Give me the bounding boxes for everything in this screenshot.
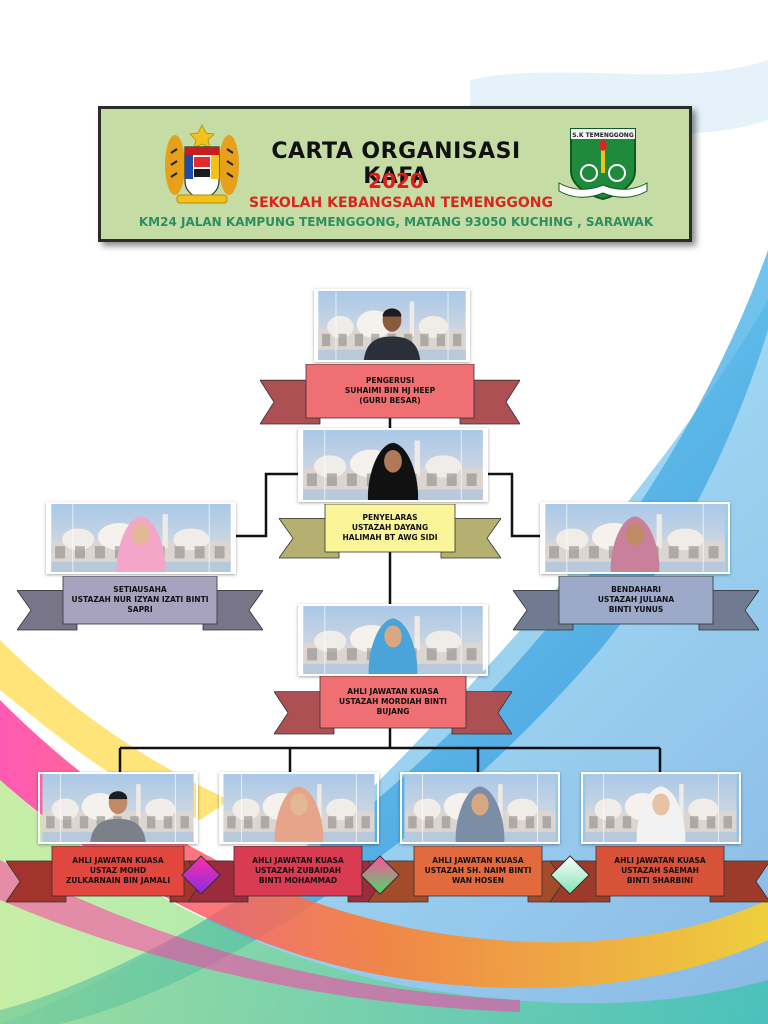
photo-penyelaras [298, 428, 488, 502]
node-line2: (GURU BESAR) [359, 396, 421, 405]
chart-title: CARTA ORGANISASI KAFA [271, 139, 521, 189]
node-line2: BINTI SHARBINI [626, 876, 694, 885]
node-line1: USTAZAH NUR IZYAN IZATI BINTI [71, 595, 209, 604]
node-line2: SAPRI [127, 605, 153, 614]
photo-ajk1 [38, 772, 198, 844]
node-line1: USTAZAH SH. NAIM BINTI [424, 866, 532, 875]
school-address: KM24 JALAN KAMPUNG TEMENGGONG, MATANG 93… [138, 215, 654, 229]
photo-pengerusi [314, 289, 470, 362]
node-line1: SUHAIMI BIN HJ HEEP [344, 386, 436, 395]
node-line1: USTAZAH JULIANA [597, 595, 675, 604]
node-role: AHLI JAWATAN KUASA [432, 856, 524, 865]
school-name: SEKOLAH KEBANGSAAN TEMENGGONG [248, 195, 553, 211]
photo-ajk_main [298, 604, 488, 676]
node-line2: BINTI YUNUS [608, 605, 664, 614]
node-line2: ZULKARNAIN BIN JAMALI [65, 876, 171, 885]
node-line1: USTAZAH SAEMAH [621, 866, 699, 875]
photo-ajk4 [581, 772, 741, 844]
photo-ajk3 [400, 772, 560, 844]
school-logo-icon: S.K TEMENGGONG [558, 128, 648, 201]
node-line1: USTAZAH DAYANG [351, 523, 429, 532]
chart-year: 2020 [368, 169, 424, 193]
photo-bendahari [540, 502, 730, 574]
node-role: BENDAHARI [611, 585, 661, 594]
node-line2: WAN HOSEN [451, 876, 505, 885]
header-banner: CARTA ORGANISASI KAFA 2020 SEKOLAH KEBAN… [98, 106, 692, 242]
malaysia-coat-of-arms-icon [165, 124, 239, 204]
node-role: PENYELARAS [362, 513, 418, 522]
node-line2: BUJANG [376, 707, 410, 716]
node-role: AHLI JAWATAN KUASA [614, 856, 706, 865]
node-role: AHLI JAWATAN KUASA [347, 687, 439, 696]
photo-setiausaha [46, 502, 236, 574]
node-role: PENGERUSI [365, 376, 415, 385]
node-role: AHLI JAWATAN KUASA [252, 856, 344, 865]
school-logo-top-text: S.K TEMENGGONG [572, 132, 634, 139]
photo-ajk2 [219, 772, 379, 844]
node-line2: BINTI MOHAMMAD [258, 876, 338, 885]
node-role: AHLI JAWATAN KUASA [72, 856, 164, 865]
node-line1: USTAZ MOHD [89, 866, 147, 875]
node-line1: USTAZAH MORDIAH BINTI [339, 697, 447, 706]
node-role: SETIAUSAHA [113, 585, 167, 594]
node-line2: HALIMAH BT AWG SIDI [342, 533, 438, 542]
node-line1: USTAZAH ZUBAIDAH [254, 866, 342, 875]
